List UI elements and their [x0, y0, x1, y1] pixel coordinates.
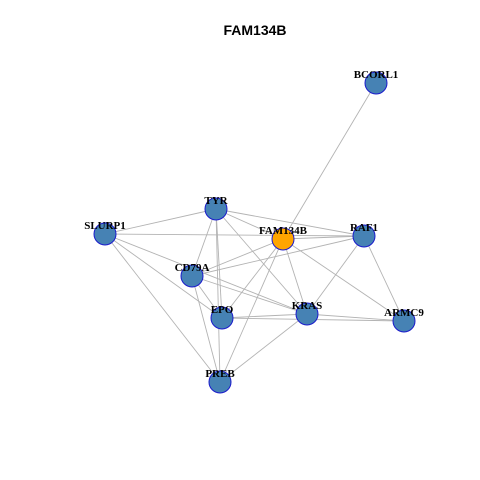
edge-slurp1-raf1	[104, 233, 365, 237]
edge-bcorl1-fam134b	[282, 82, 377, 240]
node-circle-kras[interactable]	[295, 302, 319, 326]
node-circle-fam134b[interactable]	[271, 227, 295, 251]
edge-cd79a-kras	[191, 275, 308, 315]
edge-fam134b-preb	[219, 238, 284, 383]
edge-fam134b-cd79a	[191, 238, 284, 277]
edge-tyr-preb	[215, 208, 221, 383]
edge-tyr-raf1	[215, 208, 365, 237]
edge-raf1-cd79a	[191, 235, 365, 277]
node-circle-armc9[interactable]	[392, 309, 416, 333]
node-label-slurp1: SLURP1	[84, 220, 126, 232]
edge-fam134b-raf1	[282, 235, 365, 240]
node-fam134b[interactable]: FAM134B	[259, 225, 308, 251]
edge-slurp1-kras	[104, 233, 308, 315]
node-cd79a[interactable]: CD79A	[175, 262, 210, 288]
edge-layer	[104, 82, 405, 383]
node-circle-slurp1[interactable]	[93, 222, 117, 246]
edge-tyr-fam134b	[215, 208, 284, 240]
node-label-bcorl1: BCORL1	[354, 69, 399, 81]
graph-title: FAM134B	[223, 22, 286, 38]
node-slurp1[interactable]: SLURP1	[84, 220, 126, 246]
node-raf1[interactable]: RAF1	[350, 222, 378, 248]
node-bcorl1[interactable]: BCORL1	[354, 69, 399, 95]
edge-kras-armc9	[306, 313, 405, 322]
node-circle-cd79a[interactable]	[180, 264, 204, 288]
node-label-cd79a: CD79A	[175, 262, 210, 274]
node-circle-bcorl1[interactable]	[364, 71, 388, 95]
node-label-raf1: RAF1	[350, 222, 378, 234]
edge-fam134b-kras	[282, 238, 308, 315]
edge-cd79a-preb	[191, 275, 221, 383]
edge-tyr-epo	[215, 208, 223, 319]
node-preb[interactable]: PREB	[205, 368, 235, 394]
node-label-preb: PREB	[205, 368, 235, 380]
node-label-armc9: ARMC9	[384, 307, 424, 319]
node-circle-epo[interactable]	[210, 306, 234, 330]
edge-slurp1-epo	[104, 233, 223, 319]
node-circle-tyr[interactable]	[204, 197, 228, 221]
node-tyr[interactable]: TYR	[204, 195, 229, 221]
edge-tyr-slurp1	[104, 208, 217, 235]
edge-raf1-armc9	[363, 235, 405, 322]
edge-epo-kras	[221, 313, 308, 319]
edge-fam134b-epo	[221, 238, 284, 319]
node-label-kras: KRAS	[292, 300, 323, 312]
node-circle-preb[interactable]	[208, 370, 232, 394]
node-armc9[interactable]: ARMC9	[384, 307, 424, 333]
node-label-fam134b: FAM134B	[259, 225, 308, 237]
edge-slurp1-preb	[104, 233, 221, 383]
edge-raf1-kras	[306, 235, 365, 315]
edge-kras-preb	[219, 313, 308, 383]
edge-tyr-kras	[215, 208, 308, 315]
edge-fam134b-armc9	[282, 238, 405, 322]
node-epo[interactable]: EPO	[210, 304, 234, 330]
node-label-epo: EPO	[211, 304, 234, 316]
node-kras[interactable]: KRAS	[292, 300, 323, 326]
node-circle-raf1[interactable]	[352, 224, 376, 248]
node-label-tyr: TYR	[204, 195, 228, 207]
edge-tyr-cd79a	[191, 208, 217, 277]
